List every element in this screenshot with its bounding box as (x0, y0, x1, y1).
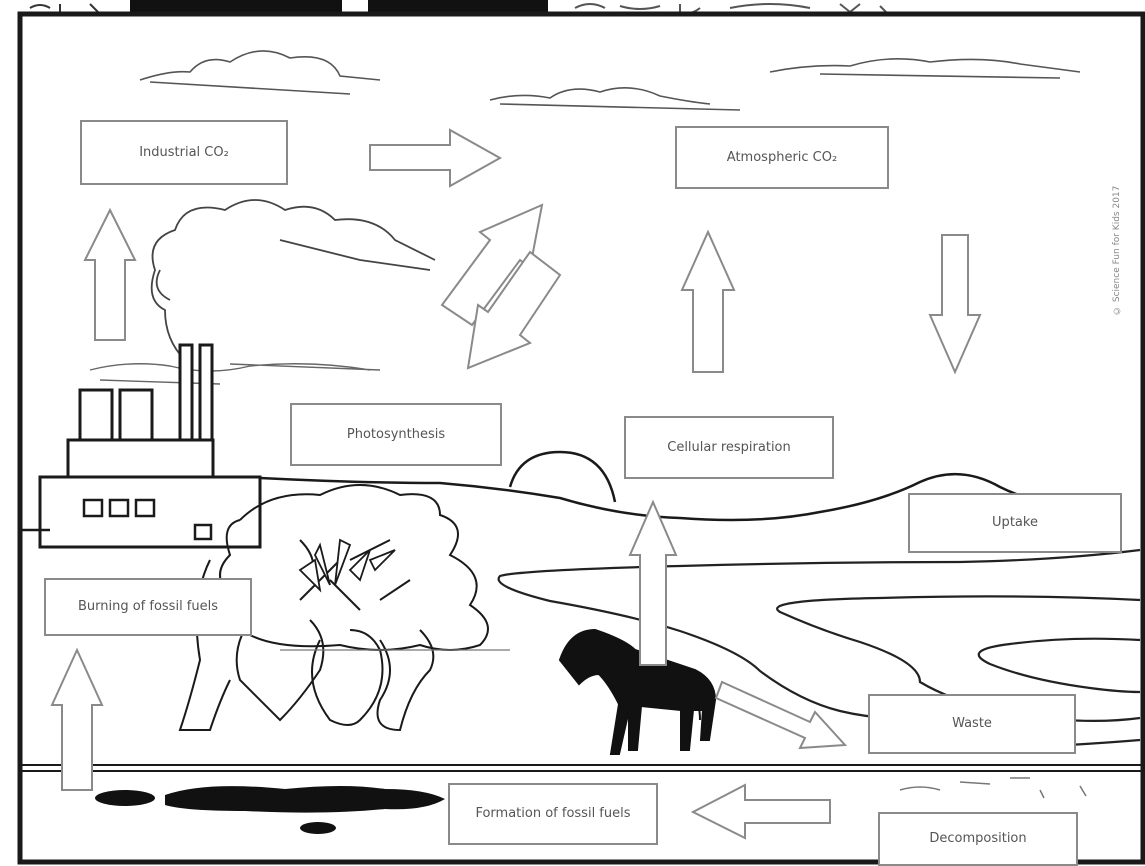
arrow-right-industrial-to-atmosphere (369, 128, 503, 188)
arrows (50, 128, 982, 840)
clouds (139, 50, 1081, 111)
sun (508, 450, 617, 503)
fossil-deposits (95, 786, 445, 834)
label-industrial-co2: Industrial CO₂ (80, 120, 288, 185)
label-cellular-respiration: Cellular respiration (624, 416, 834, 479)
copyright-text: © Science Fun for Kids 2017 (1112, 185, 1122, 315)
smoke-wisps (89, 363, 381, 385)
cropped-header (29, 0, 887, 15)
label-atmospheric-co2: Atmospheric CO₂ (675, 126, 889, 189)
outer-frame (17, 11, 1145, 865)
arrow-up-cellular (628, 499, 678, 666)
plants (298, 538, 396, 593)
decomposer-marks (899, 777, 1087, 799)
arrow-up-respiration (680, 229, 736, 373)
arrow-up-burning (50, 647, 104, 791)
label-uptake: Uptake (908, 493, 1122, 553)
factory-smoke (150, 199, 436, 361)
arrow-up-industrial (83, 207, 137, 341)
underground-divider (22, 764, 1142, 772)
horse (558, 628, 717, 755)
factory (38, 343, 262, 549)
label-waste: Waste (868, 694, 1076, 754)
arrow-down-diagonal (466, 250, 562, 370)
arrow-down-uptake (928, 234, 982, 375)
label-formation-fossil-fuels: Formation of fossil fuels (448, 783, 658, 845)
label-burning-fossil-fuels: Burning of fossil fuels (44, 578, 252, 636)
label-photosynthesis: Photosynthesis (290, 403, 502, 466)
arrow-left-formation (690, 783, 831, 840)
label-decomposition: Decomposition (878, 812, 1078, 866)
arrow-diagonal-waste (714, 680, 848, 750)
